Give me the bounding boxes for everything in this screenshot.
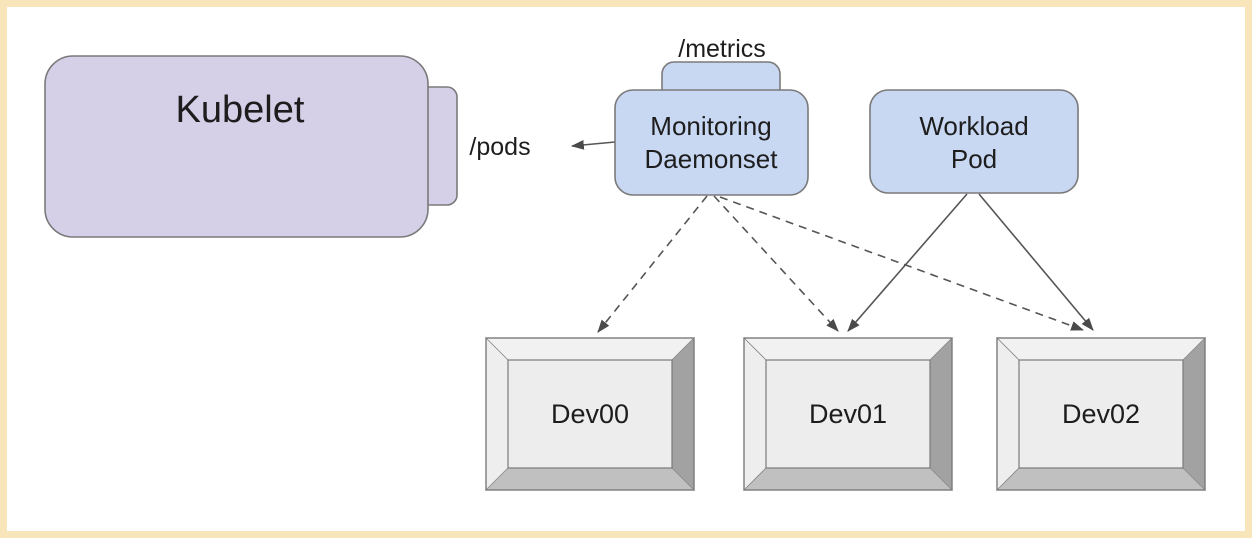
device-panel	[507, 359, 673, 469]
device-outline	[743, 337, 953, 491]
device-bevel-left	[996, 337, 1020, 491]
monitoring-daemonset-label-line2: Daemonset	[645, 144, 779, 174]
device-bevel-bottom	[485, 467, 695, 491]
edge-monitoring-to-dev02	[719, 196, 1085, 331]
workload-pod-node: Workload Pod	[869, 89, 1079, 194]
metrics-endpoint-label: /metrics	[678, 35, 766, 63]
device-dev01-node: Dev01	[743, 337, 953, 491]
edge-monitoring-to-pods	[570, 140, 616, 150]
edge-monitoring-to-dev01	[713, 195, 839, 332]
device-bevel-right	[1182, 337, 1206, 491]
device-bevel-left	[743, 337, 767, 491]
device-outline	[996, 337, 1206, 491]
kubelet-node: Kubelet	[44, 55, 458, 238]
device-bevel-top	[485, 337, 695, 361]
edge-monitoring-to-dev00	[597, 195, 708, 333]
device-dev00-node: Dev00	[485, 337, 695, 491]
device-bevel-bottom	[996, 467, 1206, 491]
device-bevel-left	[485, 337, 509, 491]
monitoring-daemonset-label-line1: Monitoring	[650, 111, 771, 141]
device-bevel-top	[996, 337, 1206, 361]
device-panel	[765, 359, 931, 469]
device-dev02-label: Dev02	[1062, 399, 1140, 429]
pods-endpoint-label: /pods	[469, 133, 530, 161]
device-bevel-right	[671, 337, 695, 491]
device-panel	[1018, 359, 1184, 469]
kubelet-label: Kubelet	[176, 89, 305, 131]
workload-pod-label-line2: Pod	[951, 144, 997, 174]
monitoring-daemonset-box	[614, 89, 809, 196]
monitoring-daemonset-node: /metrics Monitoring Daemonset	[614, 35, 809, 196]
device-dev01-label: Dev01	[809, 399, 887, 429]
workload-pod-label-line1: Workload	[919, 111, 1028, 141]
workload-pod-box	[869, 89, 1079, 194]
device-outline	[485, 337, 695, 491]
device-bevel-top	[743, 337, 953, 361]
device-dev02-node: Dev02	[996, 337, 1206, 491]
device-bevel-bottom	[743, 467, 953, 491]
edge-workload-to-dev01	[847, 193, 968, 332]
device-dev00-label: Dev00	[551, 399, 629, 429]
kubelet-box	[44, 55, 429, 238]
device-bevel-right	[929, 337, 953, 491]
edge-workload-to-dev02	[978, 193, 1094, 331]
